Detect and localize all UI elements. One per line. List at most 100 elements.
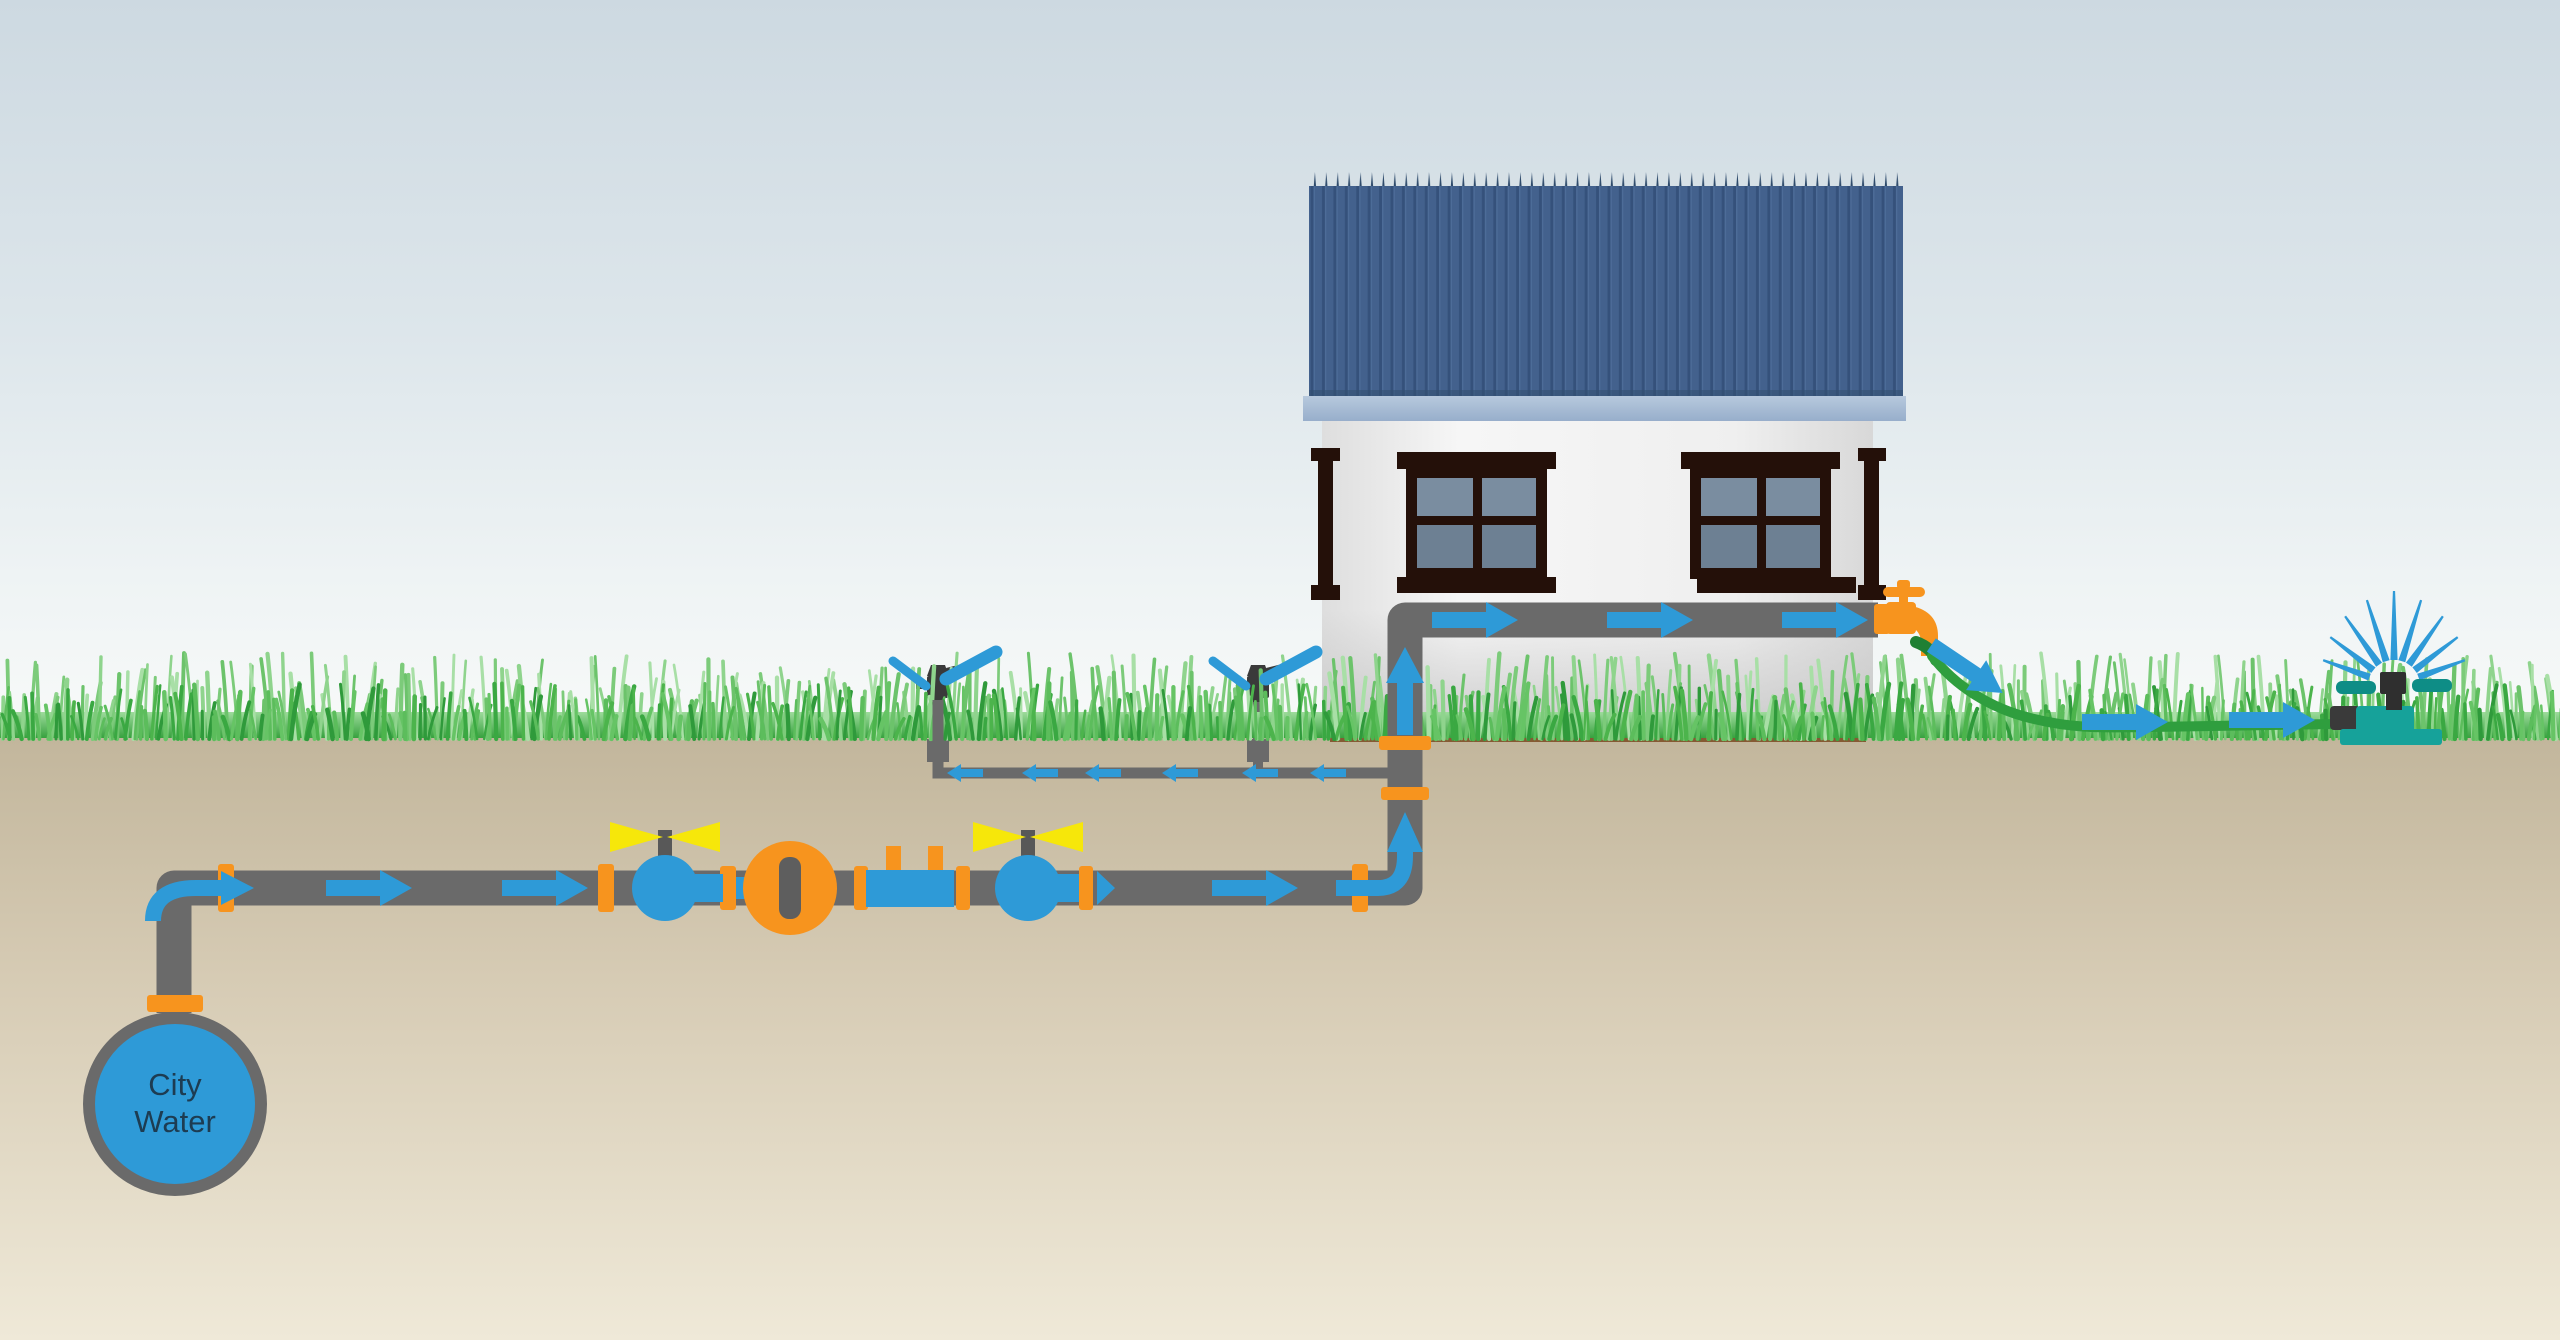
window-right <box>1681 452 1856 593</box>
flow-arrow-icon <box>1926 638 2003 694</box>
grass-blade <box>212 690 1270 741</box>
soil-ground <box>0 737 2560 1340</box>
grass-blade <box>23 683 2537 741</box>
main-water-pipe <box>156 602 1878 1013</box>
water-jet <box>2405 615 2444 667</box>
grass-blade <box>93 690 1646 741</box>
grass-blade <box>200 682 1134 741</box>
grass-blade <box>806 693 2453 741</box>
grass-blade <box>155 684 2554 741</box>
grass-blade <box>590 697 1760 741</box>
flow-arrow-icon <box>1387 812 1423 852</box>
grass-blade <box>1015 689 2518 741</box>
pipe-flange <box>720 866 736 910</box>
grass-blade <box>876 686 1701 742</box>
water-jet <box>2412 636 2459 674</box>
grass-blade <box>345 707 1142 741</box>
test-port <box>886 846 901 872</box>
valve-handle-icon <box>667 822 720 852</box>
grass-blade <box>1297 683 1303 741</box>
water-jet <box>2329 636 2376 674</box>
grass-blade <box>288 682 1106 742</box>
flow-arrow-icon <box>1162 764 1198 782</box>
grass-blade <box>423 691 2125 741</box>
flow-arrow-icon <box>1782 602 1868 638</box>
grass-blade <box>192 682 2151 742</box>
flow-arrow-icon <box>1242 764 1278 782</box>
house-roof <box>1303 172 1906 421</box>
flow-arrow-icon <box>2229 702 2315 738</box>
flow-arrow-icon <box>1212 870 1298 906</box>
pipe-coupling <box>956 866 970 910</box>
shutoff-valve-1 <box>610 822 754 921</box>
grass-blade <box>601 685 1952 742</box>
riser-coupling <box>1381 787 1429 800</box>
roof-eave <box>1303 396 1906 421</box>
grass-blade <box>207 683 2499 741</box>
flow-arrow-icon <box>221 871 254 905</box>
grass-blade <box>584 685 2545 741</box>
water-meter-register <box>779 857 801 919</box>
grass-blade <box>375 652 2543 741</box>
grass-blade <box>511 681 1834 742</box>
valve-handle-icon <box>610 822 663 852</box>
flow-arrow-icon <box>326 870 412 906</box>
hose-flow-arrows <box>1926 638 2315 740</box>
sprinkler-arm <box>2336 681 2376 694</box>
flow-arrows <box>145 602 1868 922</box>
grass-blade <box>1101 655 1431 742</box>
grass-blade <box>462 693 2131 741</box>
water-jet <box>939 645 1003 686</box>
grass-blade <box>623 670 2427 742</box>
grass-blade <box>97 714 1825 741</box>
grass-blade <box>381 683 2081 742</box>
window-left <box>1397 452 1556 593</box>
grass-blade <box>258 685 2162 741</box>
grass-blade <box>632 687 1830 741</box>
grass-band <box>0 651 2560 742</box>
grass-blade <box>150 683 1054 741</box>
window-pane <box>1417 478 1473 516</box>
grass-blade <box>229 683 2560 741</box>
city-water-label-line2: Water <box>134 1104 216 1139</box>
grass-blade <box>1773 699 1950 741</box>
grass-blade <box>557 698 2090 741</box>
flow-arrow-icon <box>1022 764 1058 782</box>
window-pane <box>1417 525 1473 568</box>
grass-blade <box>1125 681 2372 741</box>
water-jet <box>1208 656 1251 691</box>
grass-blade <box>1463 688 2371 742</box>
flow-arrow-icon <box>1432 602 1518 638</box>
pipe-coupling <box>854 866 868 910</box>
grass-blade <box>903 688 2297 741</box>
flow-arrow-icon <box>502 870 588 906</box>
grass-blade <box>165 654 2134 741</box>
flow-arrow-icon <box>1097 871 1115 905</box>
water-jet <box>1259 645 1323 686</box>
water-jet <box>888 656 931 691</box>
grass-blade <box>609 684 1817 742</box>
valve-body <box>632 855 698 921</box>
backflow-preventer <box>866 846 954 907</box>
portable-sprinkler <box>2322 591 2466 745</box>
window-pane <box>1766 525 1820 568</box>
valve-body <box>995 855 1061 921</box>
water-jet <box>2322 659 2371 681</box>
test-port <box>928 846 943 872</box>
grass-blade <box>966 692 2406 741</box>
water-jet <box>2398 599 2423 663</box>
pipe-coupling <box>598 864 614 912</box>
grass-blade <box>1085 682 1464 741</box>
grass-blade <box>264 685 2414 741</box>
grass-blade <box>287 688 2005 742</box>
flow-arrow-icon <box>1085 764 1121 782</box>
grass-blade <box>211 681 2020 742</box>
grass-blade <box>798 687 2417 741</box>
grass-blade <box>520 684 1375 741</box>
flow-arrow-icon <box>2082 704 2168 740</box>
faucet-handle-icon <box>1883 587 1925 597</box>
sprinkler-hub <box>2380 672 2406 694</box>
